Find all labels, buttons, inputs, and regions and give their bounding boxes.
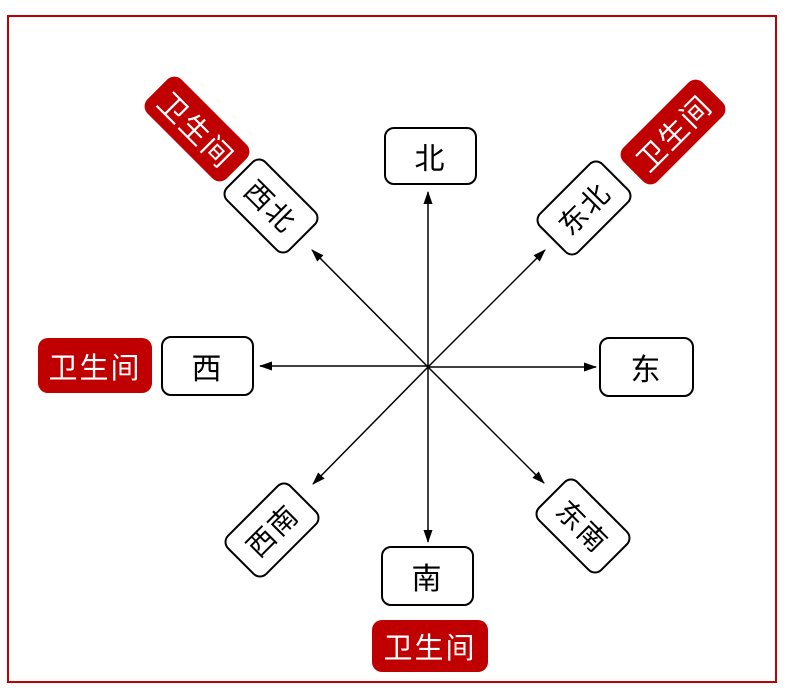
arrow-northwest <box>311 249 429 368</box>
arrow-northeast <box>427 249 546 368</box>
bathroom-box-west: 卫生间 <box>38 338 152 393</box>
direction-box-south: 南 <box>381 546 474 606</box>
arrow-southeast <box>427 366 545 484</box>
arrow-southwest <box>312 366 429 485</box>
diagram-frame <box>7 15 777 683</box>
bathroom-box-south: 卫生间 <box>372 620 488 672</box>
direction-box-north: 北 <box>384 127 477 185</box>
direction-box-east: 东 <box>599 337 694 397</box>
direction-box-west: 西 <box>161 336 254 396</box>
